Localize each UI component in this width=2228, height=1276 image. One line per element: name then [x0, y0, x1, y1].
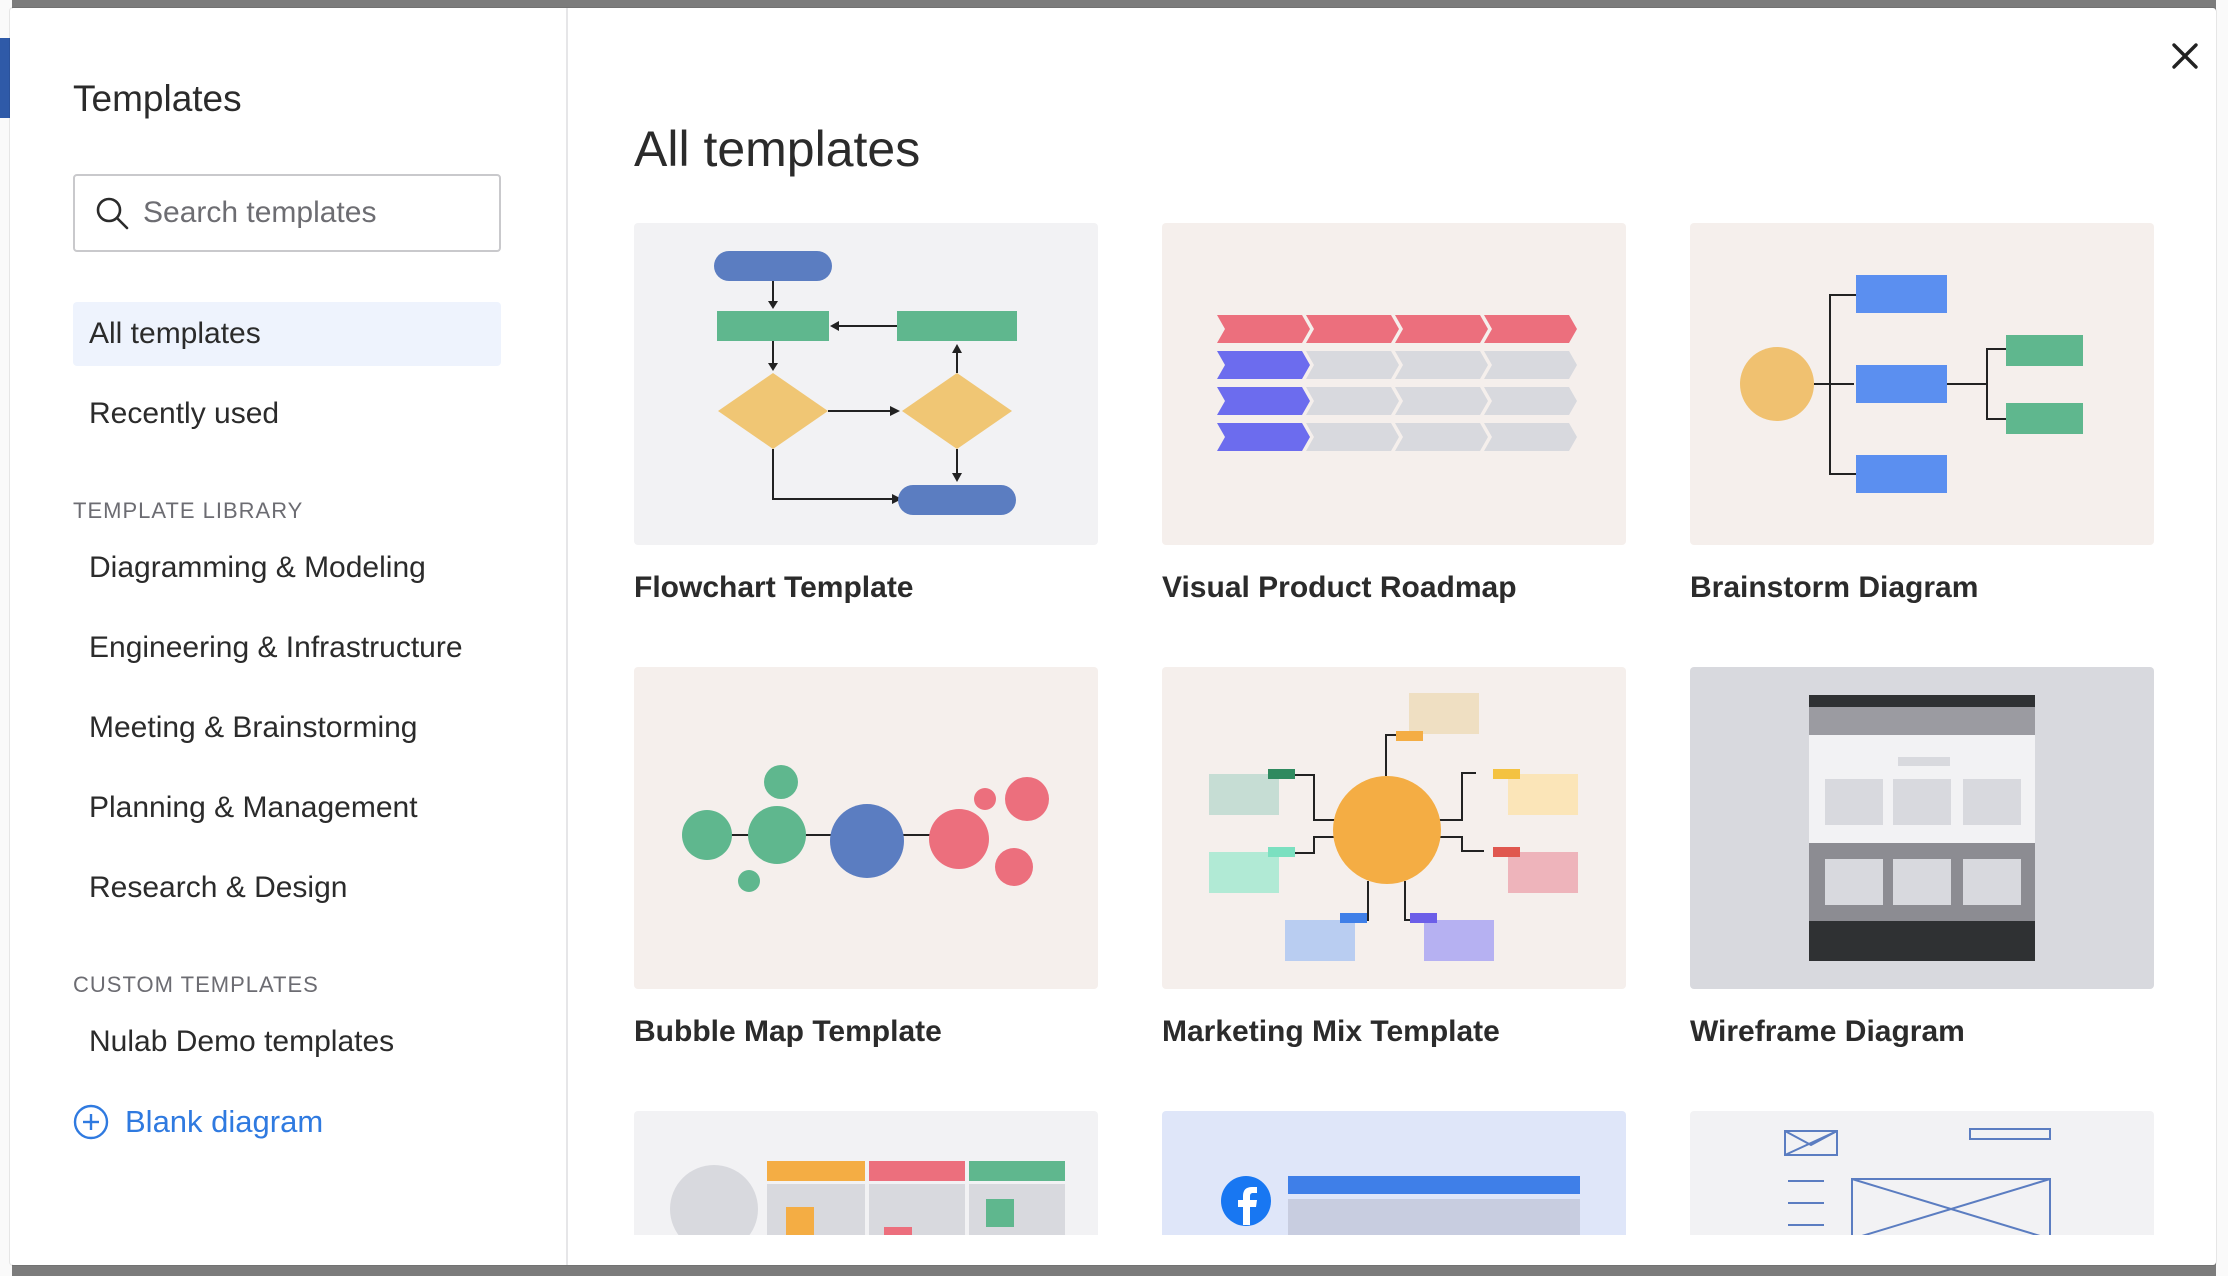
template-card-label: Visual Product Roadmap — [1162, 571, 1517, 604]
template-card-bubble-map[interactable]: Bubble Map Template — [634, 667, 1098, 1049]
template-thumbnail — [1162, 667, 1626, 989]
page-title: All templates — [634, 121, 921, 177]
nav-item-label: Nulab Demo templates — [89, 1025, 395, 1058]
template-thumbnail — [1162, 1111, 1626, 1235]
template-library-heading: TEMPLATE LIBRARY — [73, 498, 304, 523]
template-thumbnail — [1690, 223, 2154, 545]
nav-item-meeting-brainstorming[interactable]: Meeting & Brainstorming — [73, 696, 501, 760]
nav-item-nulab-demo-templates[interactable]: Nulab Demo templates — [73, 1010, 501, 1074]
template-thumbnail — [634, 223, 1098, 545]
templates-modal: Templates All templates Recently used TE… — [10, 8, 2216, 1265]
blank-diagram-button[interactable]: Blank diagram — [73, 1104, 323, 1140]
template-thumbnail — [1690, 1111, 2154, 1235]
nav-item-all-templates[interactable]: All templates — [73, 302, 501, 366]
background-app-left-edge — [0, 0, 12, 1276]
template-card-label: Wireframe Diagram — [1690, 1015, 1965, 1048]
nav-item-label: Engineering & Infrastructure — [89, 631, 463, 664]
nav-item-recently-used[interactable]: Recently used — [73, 382, 501, 446]
nav-item-label: Meeting & Brainstorming — [89, 711, 418, 744]
sidebar-title: Templates — [73, 78, 242, 119]
background-app-right-edge — [2216, 0, 2228, 1276]
plus-circle-icon — [73, 1104, 109, 1140]
template-thumbnail — [634, 1111, 1098, 1235]
template-card-marketing-mix[interactable]: Marketing Mix Template — [1162, 667, 1626, 1049]
nav-item-engineering-infrastructure[interactable]: Engineering & Infrastructure — [73, 616, 501, 680]
nav-item-diagramming-modeling[interactable]: Diagramming & Modeling — [73, 536, 501, 600]
template-thumbnail — [1162, 223, 1626, 545]
search-icon — [96, 197, 129, 230]
template-card-partial-3[interactable] — [1690, 1111, 2154, 1235]
template-card-wireframe-diagram[interactable]: Wireframe Diagram — [1690, 667, 2154, 1049]
template-card-label: Bubble Map Template — [634, 1015, 942, 1048]
nav-item-label: Planning & Management — [89, 791, 418, 824]
nav-item-research-design[interactable]: Research & Design — [73, 856, 501, 920]
nav-item-planning-management[interactable]: Planning & Management — [73, 776, 501, 840]
template-card-flowchart[interactable]: Flowchart Template — [634, 223, 1098, 605]
template-card-label: Brainstorm Diagram — [1690, 571, 1979, 604]
template-card-label: Flowchart Template — [634, 571, 914, 604]
template-card-visual-product-roadmap[interactable]: Visual Product Roadmap — [1162, 223, 1626, 605]
background-app-accent — [0, 38, 12, 118]
search-input[interactable] — [141, 195, 475, 231]
search-box[interactable] — [73, 174, 501, 252]
nav-item-label: Recently used — [89, 397, 280, 430]
nav-item-label: Diagramming & Modeling — [89, 551, 426, 584]
template-card-label: Marketing Mix Template — [1162, 1015, 1500, 1048]
nav-item-label: Research & Design — [89, 871, 348, 904]
nav-item-label: All templates — [89, 317, 261, 350]
templates-main: All templates — [568, 8, 2216, 1265]
template-thumbnail — [634, 667, 1098, 989]
template-thumbnail — [1690, 667, 2154, 989]
templates-sidebar: Templates All templates Recently used TE… — [10, 8, 568, 1265]
template-card-partial-2[interactable] — [1162, 1111, 1626, 1235]
custom-templates-heading: CUSTOM TEMPLATES — [73, 972, 319, 997]
blank-diagram-label: Blank diagram — [125, 1104, 324, 1139]
close-icon[interactable] — [2165, 36, 2205, 76]
template-card-partial-1[interactable] — [634, 1111, 1098, 1235]
template-card-brainstorm-diagram[interactable]: Brainstorm Diagram — [1690, 223, 2154, 605]
